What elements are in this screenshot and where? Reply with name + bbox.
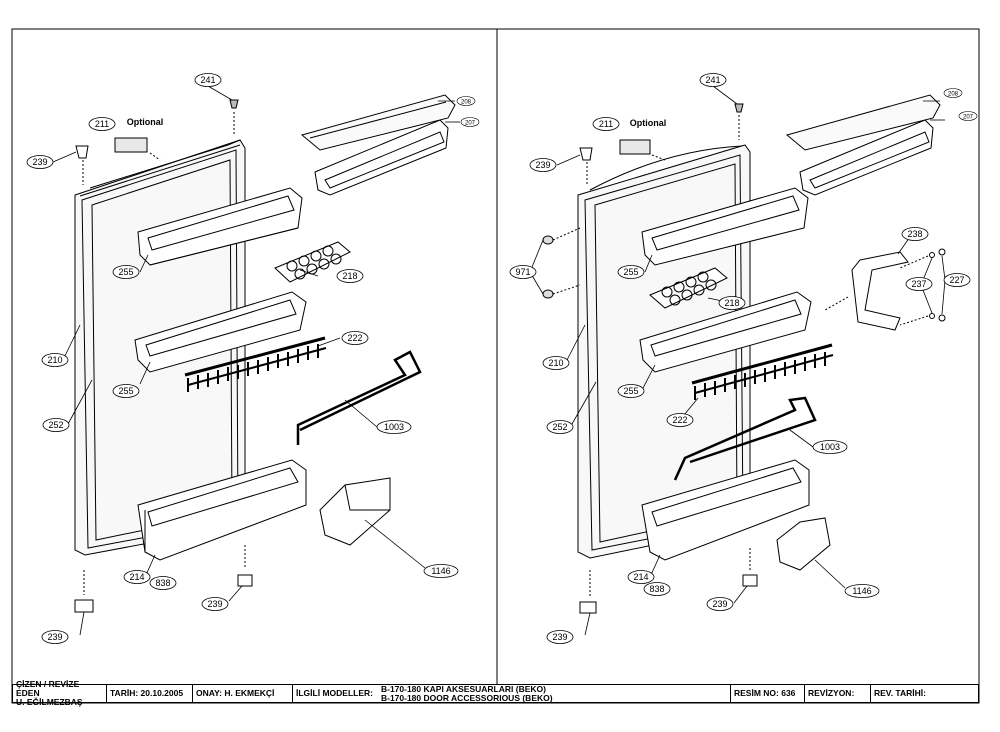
- callout-971: 971: [515, 267, 530, 277]
- approval-cell: ONAY: H. EKMEKÇİ: [193, 685, 293, 702]
- callout-255: 255: [118, 267, 133, 277]
- callout-239: 239: [552, 632, 567, 642]
- egg-tray-left: [274, 241, 351, 283]
- callout-838: 838: [155, 578, 170, 588]
- callout-211: 211: [95, 119, 109, 129]
- right-callouts: [509, 73, 978, 644]
- revision-cell: REVİZYON:: [805, 685, 871, 702]
- related-models-values: B-170-180 KAPI AKSESUARLARI (BEKO) B-170…: [380, 683, 553, 703]
- shelf-2: [134, 291, 307, 373]
- callout-241: 241: [200, 75, 215, 85]
- callout-239: 239: [207, 599, 222, 609]
- callout-1003: 1003: [384, 422, 404, 432]
- callout-838: 838: [649, 584, 664, 594]
- related-models-line1: B-170-180 KAPI AKSESUARLARI (BEKO): [380, 683, 546, 694]
- drawing-number-cell: RESİM NO: 636: [731, 685, 805, 702]
- date-cell: TARİH: 20.10.2005: [107, 685, 193, 702]
- callout-211: 211: [599, 119, 613, 129]
- callout-237: 237: [911, 279, 926, 289]
- callout-227: 227: [949, 275, 964, 285]
- title-block: ÇİZEN / REVİZE EDEN U. EĞİLMEZBAŞ TARİH:…: [12, 680, 979, 707]
- left-callouts: [26, 73, 480, 644]
- callout-1146: 1146: [431, 566, 450, 576]
- callout-241: 241: [705, 75, 720, 85]
- callout-239: 239: [32, 157, 47, 167]
- right-door-drawing: [542, 94, 946, 614]
- related-models-label: İLGİLİ MODELLER:: [296, 688, 373, 698]
- left-door-drawing: [74, 94, 456, 613]
- drawn-by-cell: ÇİZEN / REVİZE EDEN U. EĞİLMEZBAŞ: [13, 680, 107, 707]
- callout-252: 252: [552, 422, 567, 432]
- callout-210: 210: [548, 358, 563, 368]
- drawing-frame: [11, 28, 980, 704]
- callout-207: 207: [465, 121, 476, 127]
- callout-207: 207: [963, 115, 974, 121]
- related-models-cell: İLGİLİ MODELLER: B-170-180 KAPI AKSESUAR…: [293, 683, 731, 703]
- drawn-by-label: ÇİZEN / REVİZE EDEN: [16, 679, 80, 698]
- callout-214: 214: [129, 572, 144, 582]
- callout-238: 238: [907, 229, 922, 239]
- callout-239: 239: [535, 160, 550, 170]
- callout-208: 208: [948, 92, 959, 98]
- callout-239: 239: [47, 632, 62, 642]
- callout-252: 252: [48, 420, 63, 430]
- callout-255: 255: [118, 386, 133, 396]
- callout-1146: 1146: [852, 586, 871, 596]
- callout-255: 255: [623, 386, 638, 396]
- callout-222: 222: [347, 333, 362, 343]
- callout-218: 218: [342, 271, 357, 281]
- callout-239: 239: [712, 599, 727, 609]
- callout-208: 208: [461, 100, 472, 106]
- related-models-line2: B-170-180 DOOR ACCESSORIOUS (BEKO): [380, 692, 553, 703]
- optional-label: Optional: [630, 118, 667, 128]
- callout-210: 210: [47, 355, 62, 365]
- bottle-retainer-left: [184, 336, 327, 392]
- optional-label: Optional: [127, 117, 164, 127]
- callout-222: 222: [672, 415, 687, 425]
- revision-date-cell: REV. TARİHİ:: [874, 688, 926, 698]
- shelf-1: [137, 187, 303, 266]
- callout-1003: 1003: [820, 442, 840, 452]
- callout-255: 255: [623, 267, 638, 277]
- drawn-by-name: U. EĞİLMEZBAŞ: [16, 697, 83, 707]
- callout-218: 218: [724, 298, 739, 308]
- callout-214: 214: [633, 572, 648, 582]
- bottom-bin: [137, 459, 307, 561]
